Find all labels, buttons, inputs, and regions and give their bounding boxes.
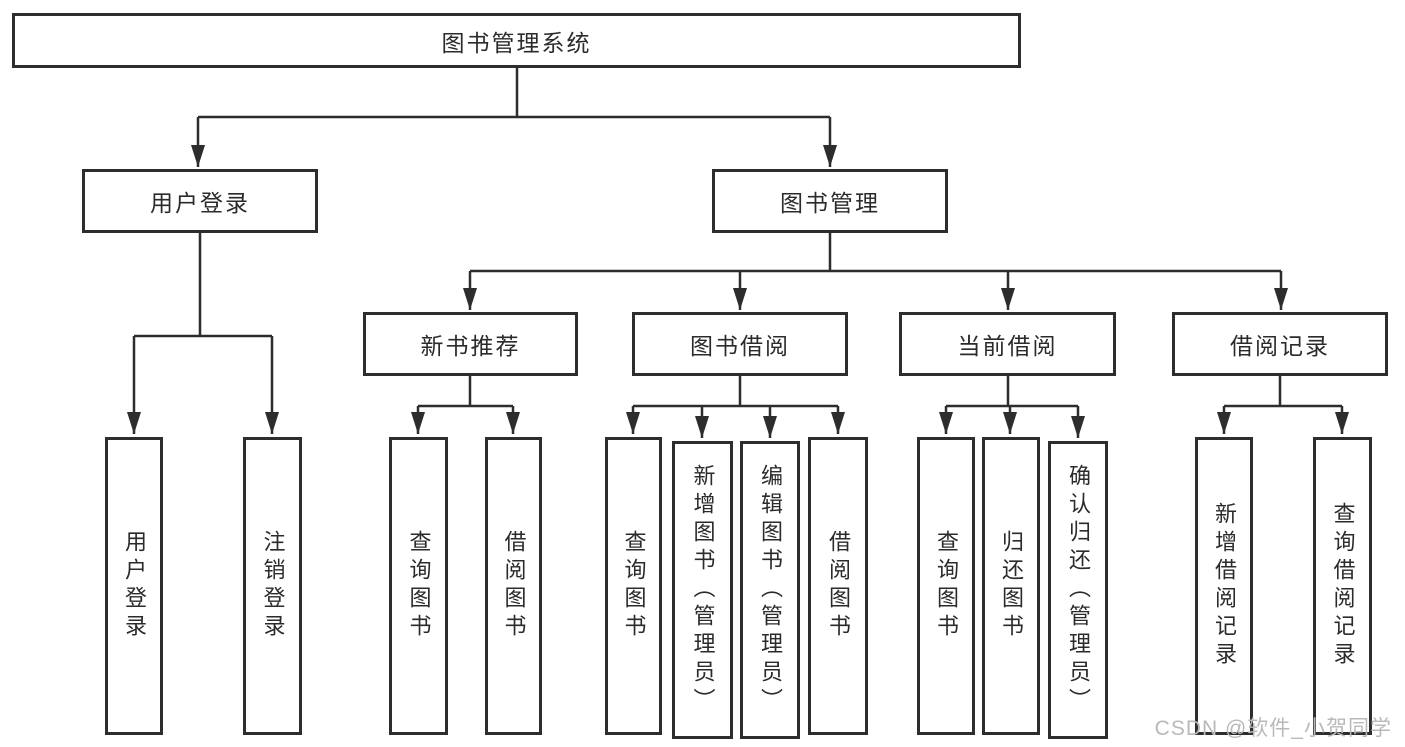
node-current-borrow: 当前借阅 — [899, 312, 1116, 376]
node-edit-book-admin: 编辑图书（管理员） — [740, 441, 800, 739]
node-book-management: 图书管理 — [712, 169, 948, 233]
node-user-login: 用户登录 — [82, 169, 318, 233]
node-logout: 注销登录 — [243, 437, 302, 735]
node-borrow-books-a: 借阅图书 — [485, 437, 542, 735]
node-add-borrow-record: 新增借阅记录 — [1195, 437, 1253, 735]
csdn-watermark: CSDN @软件_小贺同学 — [1154, 717, 1392, 740]
node-query-books-b: 查询图书 — [605, 437, 662, 735]
node-query-books-a: 查询图书 — [389, 437, 448, 735]
node-borrow-records: 借阅记录 — [1172, 312, 1388, 376]
node-return-books: 归还图书 — [982, 437, 1040, 735]
node-query-borrow-record: 查询借阅记录 — [1313, 437, 1372, 735]
node-borrow-books-b: 借阅图书 — [808, 437, 868, 735]
node-query-books-c: 查询图书 — [917, 437, 975, 735]
node-confirm-return-admin: 确认归还（管理员） — [1048, 441, 1108, 739]
node-new-book-recommend: 新书推荐 — [363, 312, 578, 376]
node-user-login-action: 用户登录 — [105, 437, 163, 735]
node-root: 图书管理系统 — [12, 13, 1021, 68]
node-add-book-admin: 新增图书（管理员） — [672, 441, 733, 739]
node-book-borrow: 图书借阅 — [632, 312, 848, 376]
